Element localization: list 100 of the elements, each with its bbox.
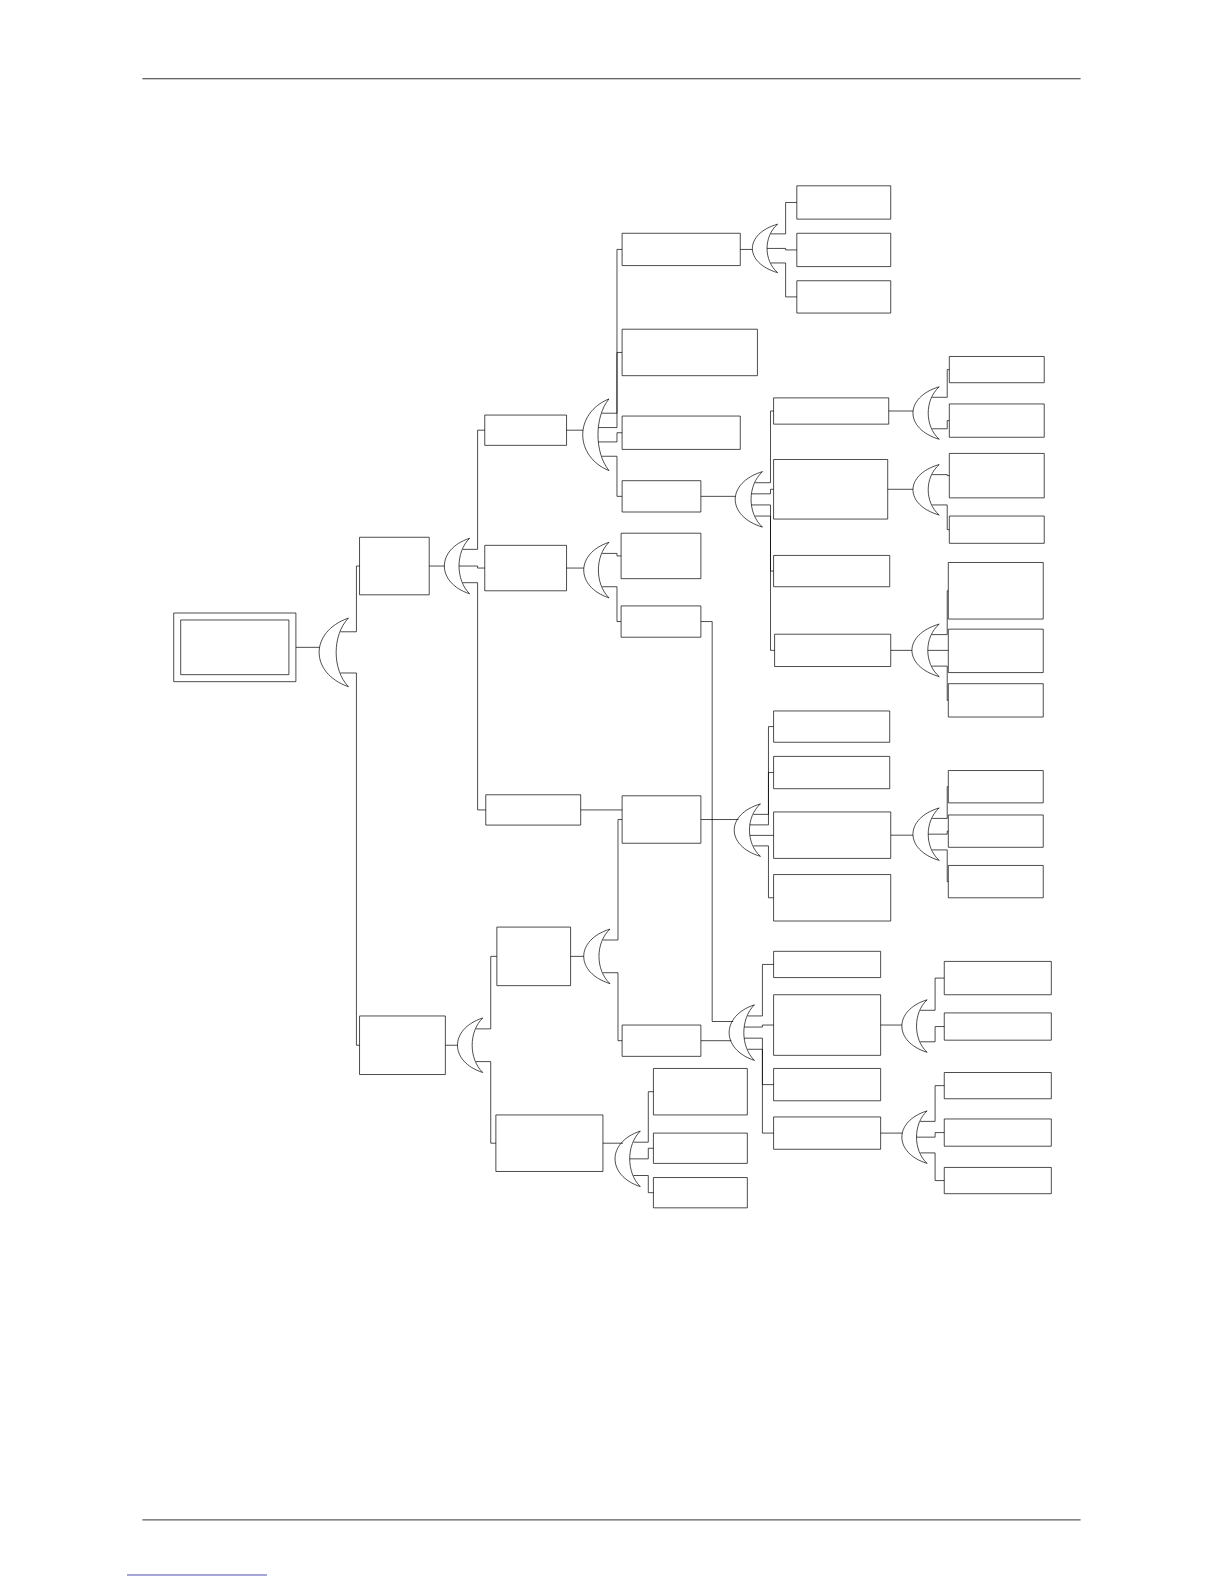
event-box xyxy=(621,328,758,377)
event-box xyxy=(495,1114,604,1172)
connector-line xyxy=(931,849,949,882)
or-gate xyxy=(901,999,928,1053)
event-box xyxy=(653,1068,748,1116)
event-box xyxy=(773,756,891,790)
event-box xyxy=(773,994,881,1056)
connector-line xyxy=(570,956,585,957)
or-gate xyxy=(583,928,611,984)
connector-line xyxy=(931,474,950,476)
event-box xyxy=(620,532,702,579)
connector-line xyxy=(700,621,734,1022)
or-gate xyxy=(728,1004,755,1061)
event-box xyxy=(620,605,702,638)
event-box xyxy=(484,545,567,592)
connector-line xyxy=(739,249,753,250)
connector-line xyxy=(751,504,774,572)
connector-line xyxy=(633,1175,654,1194)
event-box xyxy=(496,926,571,986)
event-box xyxy=(773,459,889,520)
connector-line xyxy=(462,582,487,811)
event-box xyxy=(359,1015,446,1075)
or-gate xyxy=(444,537,470,595)
connector-line xyxy=(753,726,774,815)
connector-line xyxy=(428,565,445,567)
connector-line xyxy=(629,1147,654,1160)
connector-line xyxy=(743,1037,774,1085)
connector-line xyxy=(566,429,584,431)
connector-line xyxy=(602,819,623,941)
or-gate xyxy=(752,223,778,273)
connector-line xyxy=(747,964,774,1017)
connector-line xyxy=(601,249,623,414)
connector-line xyxy=(890,834,914,836)
event-box xyxy=(947,814,1044,848)
connector-line xyxy=(445,1044,458,1046)
event-box xyxy=(485,794,582,826)
event-box xyxy=(773,874,892,922)
event-box xyxy=(948,515,1045,544)
event-box xyxy=(653,1132,748,1164)
event-box xyxy=(621,232,741,266)
connector-line xyxy=(700,1040,732,1042)
event-box xyxy=(621,480,702,513)
event-box xyxy=(773,1068,881,1102)
connector-line xyxy=(890,650,913,651)
connector-line xyxy=(766,248,798,251)
or-gate xyxy=(911,623,940,677)
or-gate xyxy=(912,464,940,516)
connector-line xyxy=(598,352,623,428)
or-gate xyxy=(318,617,349,688)
event-box xyxy=(653,1177,748,1209)
event-box xyxy=(943,1118,1052,1147)
connector-line xyxy=(475,956,498,1030)
connector-line xyxy=(601,553,622,557)
connector-line xyxy=(919,1026,945,1043)
event-box xyxy=(774,633,892,667)
connector-line xyxy=(880,1132,903,1134)
or-gate xyxy=(614,1130,641,1187)
connector-line xyxy=(475,1061,497,1144)
or-gate xyxy=(734,471,763,528)
event-box xyxy=(947,628,1044,673)
event-box xyxy=(796,232,892,267)
connector-line xyxy=(566,567,585,569)
event-box xyxy=(943,1167,1052,1195)
connector-line xyxy=(754,410,774,484)
event-box xyxy=(947,683,1044,718)
event-box xyxy=(948,356,1045,384)
event-box xyxy=(947,562,1044,620)
connector-line xyxy=(927,830,949,835)
event-box xyxy=(947,865,1044,899)
event-box xyxy=(948,403,1045,438)
event-box xyxy=(773,710,891,743)
event-box xyxy=(359,536,430,596)
connector-line xyxy=(931,504,950,531)
connector-line xyxy=(340,672,360,1046)
event-box xyxy=(773,950,881,978)
connector-line xyxy=(919,1085,945,1122)
connector-line xyxy=(931,590,949,635)
event-box xyxy=(773,811,892,859)
or-gate xyxy=(912,807,940,861)
connector-line xyxy=(462,429,486,550)
connector-line xyxy=(919,977,945,1011)
connector-line xyxy=(931,369,950,398)
connector-line xyxy=(751,488,774,495)
event-box xyxy=(621,415,741,450)
connector-line xyxy=(580,809,623,811)
connector-line xyxy=(602,1142,624,1144)
connector-line xyxy=(888,410,914,412)
connector-line xyxy=(916,1132,945,1138)
connector-line xyxy=(770,202,798,235)
event-box xyxy=(621,1024,702,1057)
event-box xyxy=(943,1012,1052,1041)
event-box xyxy=(796,280,892,314)
connector-line xyxy=(458,565,486,569)
or-gate xyxy=(733,803,761,857)
connector-line xyxy=(340,565,360,633)
or-gate xyxy=(457,1017,484,1073)
connector-line xyxy=(887,488,914,490)
event-box xyxy=(943,1072,1052,1100)
connector-line xyxy=(931,665,949,701)
event-box xyxy=(773,397,890,425)
